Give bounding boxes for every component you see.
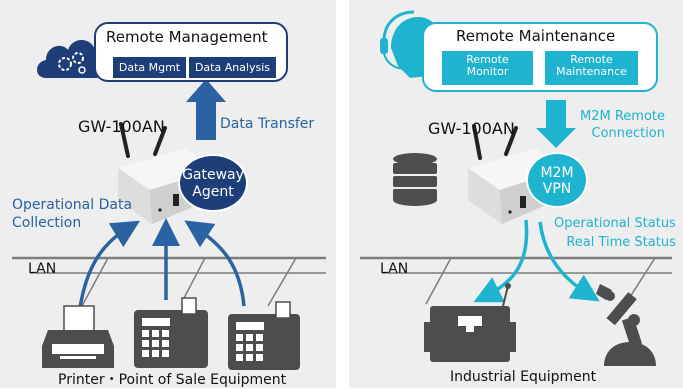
connection-line2: Connection xyxy=(591,126,665,141)
connection-line1: M2M Remote xyxy=(580,109,665,124)
remote-management-title: Remote Management xyxy=(106,28,268,46)
operational-status-label: Operational Status Real Time Status xyxy=(554,214,676,252)
remote-maintenance-title: Remote Maintenance xyxy=(456,27,616,45)
status-arrows xyxy=(473,219,600,303)
collection-line2: Collection xyxy=(12,215,82,231)
remote-monitor-line2: Monitor xyxy=(466,65,509,79)
gateway-agent-badge: Gateway Agent xyxy=(178,154,248,212)
data-mgmt-chip: Data Mgmt xyxy=(113,57,186,78)
status-line2: Real Time Status xyxy=(566,235,676,250)
gateway-agent-line1: Gateway xyxy=(182,167,244,183)
remote-monitor-line1: Remote xyxy=(466,53,509,66)
lan-label-right: LAN xyxy=(380,261,409,277)
caption-left: Printer・Point of Sale Equipment xyxy=(58,372,287,388)
collection-line1: Operational Data xyxy=(12,197,133,213)
database-icon xyxy=(393,153,437,206)
m2m-remote-connection-label: M2M Remote Connection xyxy=(580,108,665,142)
vpn-line1: M2M xyxy=(540,165,574,181)
printer-icon xyxy=(42,305,114,368)
factory-machine-icon xyxy=(424,283,516,362)
data-analysis-chip: Data Analysis xyxy=(189,57,276,78)
remote-maintenance-line2: Maintenance xyxy=(556,65,627,79)
m2m-connection-arrow xyxy=(536,100,576,148)
status-line1: Operational Status xyxy=(554,216,676,231)
cloud-gears-icon xyxy=(37,39,107,78)
collection-arrows xyxy=(78,218,246,309)
caption-right: Industrial Equipment xyxy=(450,369,597,385)
robot-arm-icon xyxy=(596,284,656,366)
pos-terminal-icon xyxy=(228,301,300,370)
pos-terminal-icon xyxy=(134,297,208,368)
remote-monitor-chip: Remote Monitor xyxy=(442,51,533,85)
data-transfer-arrow xyxy=(186,79,226,140)
device-label-left: GW-100AN xyxy=(78,117,165,136)
operational-data-collection-label: Operational Data Collection xyxy=(12,196,132,232)
lan-label-left: LAN xyxy=(28,261,57,277)
remote-maintenance-chip: Remote Maintenance xyxy=(545,51,638,85)
device-label-right: GW-100AN xyxy=(428,119,515,138)
m2m-vpn-badge: M2M VPN xyxy=(526,152,588,208)
gateway-agent-line2: Agent xyxy=(192,184,234,200)
lan-network-right xyxy=(360,256,672,305)
vpn-line2: VPN xyxy=(542,181,572,197)
remote-maintenance-line1: Remote xyxy=(570,53,613,66)
lan-network-left xyxy=(12,256,326,307)
data-transfer-label: Data Transfer xyxy=(220,116,315,132)
